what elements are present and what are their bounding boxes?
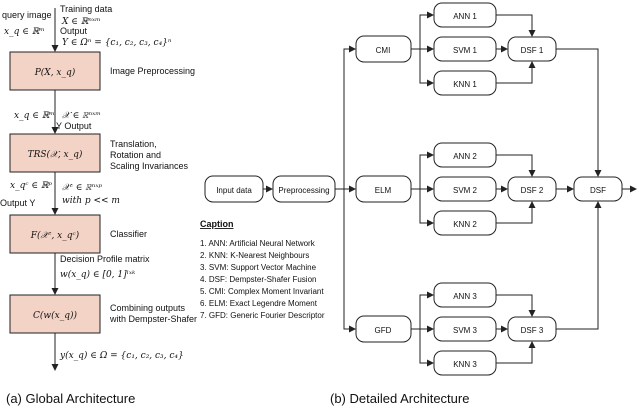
- edge-preproc-cmi: [343, 45, 356, 189]
- classifier-label-ann-1: ANN 1: [453, 12, 477, 21]
- edge-elm-ann2: [411, 151, 434, 190]
- legend-item-5: 5. CMI: Complex Moment Invariant: [200, 287, 324, 296]
- trs-box: [9, 133, 101, 173]
- xqc-label: x_qᶜ ∈ ℝᵖ: [10, 181, 52, 191]
- edge-ann3-dsf3: [496, 294, 536, 317]
- dsf-label-1: DSF 1: [521, 46, 544, 55]
- edge-ann1-dsf1: [496, 14, 536, 37]
- edge-cmi-ann1: [411, 11, 434, 50]
- global-architecture: query image x_q ∈ ℝᵐ Training data X ∈ ℝ…: [0, 4, 197, 406]
- feature-label-elm: ELM: [375, 186, 392, 195]
- edge-knn1-dsf1: [496, 61, 536, 84]
- edge-gfd-ann3: [411, 291, 434, 330]
- edge-dsf3-final: [556, 201, 602, 330]
- edge-gfd-knn3: [419, 329, 434, 367]
- trs-desc-1: Translation,: [110, 139, 157, 149]
- classifier-label-svm-3: SVM 3: [453, 326, 478, 335]
- training-y-label: Y ∈ Ωⁿ = {c₁, c₂, c₃, c₄}ⁿ: [62, 38, 172, 48]
- training-data-label: Training data: [60, 4, 112, 14]
- edge-dsf1-final: [556, 48, 602, 177]
- edge-cmi-knn1: [419, 49, 434, 87]
- detailed-architecture-caption: (b) Detailed Architecture: [330, 391, 469, 406]
- edge-knn3-dsf3: [496, 341, 536, 364]
- detailed-architecture: Input data Preprocessing CMI ELM GFD ANN…: [200, 2, 637, 406]
- legend-item-6: 6. ELM: Exact Legendre Moment: [200, 299, 318, 308]
- combining-desc-1: Combining outputs: [110, 303, 186, 313]
- feature-label-gfd: GFD: [375, 326, 392, 335]
- dsf-label-3: DSF 3: [521, 326, 544, 335]
- preprocessing-node-label: Preprocessing: [278, 186, 329, 195]
- xq-input-label: x_q ∈ ℝᵐ: [4, 27, 45, 37]
- classifier-box-label: F(𝒳ᶜ, x_qᶜ): [30, 230, 80, 241]
- legend-item-2: 2. KNN: K-Nearest Neighbours: [200, 251, 309, 260]
- legend-item-7: 7. GFD: Generic Fourier Descriptor: [200, 311, 325, 320]
- legend-item-4: 4. DSF: Dempster-Shafer Fusion: [200, 275, 316, 284]
- legend-title: Caption: [200, 219, 234, 229]
- combining-box-label: C(w(x_q)): [33, 310, 77, 321]
- with-p-label: with p << m: [62, 196, 120, 206]
- dsf-label-2: DSF 2: [521, 186, 544, 195]
- trs-box-label: TRS(𝒳, x_q): [28, 149, 83, 160]
- input-data-label: Input data: [216, 186, 252, 195]
- calxc-label: 𝒳ᶜ ∈ ℝⁿˣᵖ: [62, 183, 103, 193]
- preprocessing-box-label: P(X, x_q): [34, 67, 76, 78]
- combining-desc-2: with Dempster-Shafer: [109, 314, 197, 324]
- classifier-label-knn-2: KNN 2: [453, 220, 477, 229]
- output-y-label: Output Y: [0, 198, 35, 208]
- decision-profile-label: Decision Profile matrix: [60, 254, 150, 264]
- classifier-label-svm-2: SVM 2: [453, 186, 478, 195]
- classifier-label-knn-1: KNN 1: [453, 80, 477, 89]
- edge-preproc-gfd: [343, 189, 356, 333]
- classifier-box: [9, 214, 101, 254]
- final-y-label: y(x_q) ∈ Ω = {c₁, c₂, c₃, c₄}: [59, 350, 184, 361]
- feature-label-cmi: CMI: [376, 46, 391, 55]
- legend-item-3: 3. SVM: Support Vector Machine: [200, 263, 317, 272]
- trs-desc-2: Rotation and: [110, 150, 161, 160]
- classifier-label-ann-2: ANN 2: [453, 152, 477, 161]
- training-x-label: X ∈ ℝⁿˣᵐ: [61, 17, 101, 27]
- final-dsf-label: DSF: [590, 186, 606, 195]
- edge-elm-knn2: [419, 189, 434, 227]
- edge-ann2-dsf2: [496, 154, 536, 177]
- global-architecture-caption: (a) Global Architecture: [6, 391, 135, 406]
- classifier-label-ann-3: ANN 3: [453, 292, 477, 301]
- edge-knn2-dsf2: [496, 201, 536, 224]
- wxq-label: w(x_q) ∈ [0, 1]ˡˣᵏ: [60, 269, 136, 280]
- preprocessing-desc: Image Preprocessing: [110, 66, 195, 76]
- classifier-desc: Classifier: [110, 229, 147, 239]
- classifier-label-knn-3: KNN 3: [453, 360, 477, 369]
- output-label: Output: [60, 26, 88, 36]
- calx-label: 𝒳 ∈ ℝⁿˣᵐ: [62, 111, 101, 121]
- y-output-label: Y Output: [56, 121, 92, 131]
- query-image-label: query image: [2, 10, 52, 20]
- classifier-label-svm-1: SVM 1: [453, 46, 478, 55]
- trs-desc-3: Scaling Invariances: [110, 161, 189, 171]
- legend-item-1: 1. ANN: Artificial Neural Network: [200, 239, 316, 248]
- xq-m-label-2: x_q ∈ ℝᵐ: [14, 111, 55, 121]
